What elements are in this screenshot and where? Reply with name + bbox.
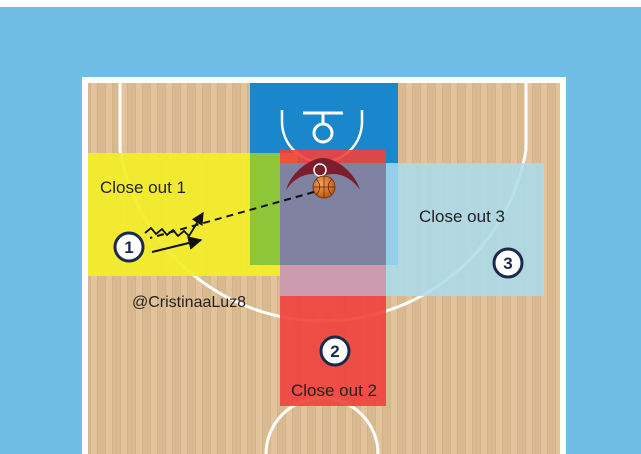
basketball-icon [313, 176, 335, 198]
credit-handle: @CristinaaLuz8 [132, 294, 246, 311]
zone-1-label: Close out 1 [100, 178, 186, 197]
player-1-number: 1 [124, 238, 133, 257]
player-2-number: 2 [330, 342, 339, 361]
zone-3-label: Close out 3 [419, 207, 505, 226]
zone-2-label: Close out 2 [291, 381, 377, 400]
top-margin [0, 0, 641, 7]
player-3: 3 [494, 249, 522, 277]
zone-overlap-mauve [280, 265, 386, 296]
player-3-number: 3 [503, 254, 512, 273]
player-2: 2 [321, 337, 349, 365]
player-1: 1 [115, 233, 143, 261]
